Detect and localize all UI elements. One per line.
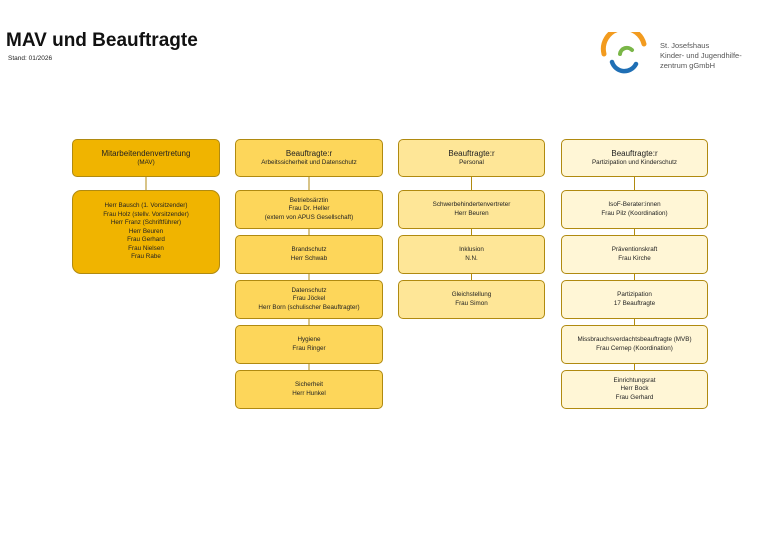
role-line: 17 Beauftragte <box>613 299 656 307</box>
role-line: (extern von APUS Gesellschaft) <box>264 213 354 221</box>
column-header-title: Beauftragte:r <box>285 149 333 158</box>
role-line: Frau Simon <box>455 299 488 307</box>
role-line: Brandschutz <box>291 245 327 253</box>
role-line: Frau Gerhard <box>127 236 165 244</box>
role-line: Herr Born (schulischer Beauftragter) <box>258 303 360 311</box>
role-line: Partizipation <box>617 290 652 298</box>
column-header-subtitle: Partizipation und Kinderschutz <box>591 159 678 166</box>
column-header-title: Mitarbeitendenvertretung <box>101 149 191 158</box>
column-header-title: Beauftragte:r <box>448 149 495 158</box>
role-line: Frau Rabe <box>131 253 161 261</box>
page-title: MAV und Beauftragte <box>6 30 198 51</box>
role-line: Herr Bausch (1. Vorsitzender) <box>104 201 188 209</box>
role-line: Betriebsärztin <box>289 196 329 204</box>
logo-blue-arc <box>609 59 639 74</box>
column-header-title: Beauftragte:r <box>611 149 658 158</box>
organization-logo: St. Josefshaus Kinder- und Jugendhilfe- … <box>600 32 770 80</box>
column-header-subtitle: (MAV) <box>137 159 155 166</box>
role-line: IsoF-Berater:innen <box>608 200 661 208</box>
logo-line: zentrum gGmbH <box>660 61 716 70</box>
logo-line: Kinder- und Jugendhilfe- <box>660 51 742 60</box>
logo-green-arc <box>618 45 634 56</box>
role-line: Schwerbehindertenvertreter <box>432 200 511 208</box>
role-line: Herr Franz (Schriftführer) <box>110 219 182 227</box>
column-header-subtitle: Personal <box>459 159 484 166</box>
role-line: Herr Beuren <box>128 227 164 235</box>
role-box: Missbrauchsverdachtsbeauftragte (MVB)Fra… <box>561 325 708 364</box>
role-line: Frau Kirche <box>618 254 651 262</box>
role-line: Frau Jöckel <box>292 295 326 303</box>
role-line: Herr Beuren <box>454 209 489 217</box>
logo-orange-arc <box>600 32 647 57</box>
role-line: Einrichtungsrat <box>613 376 656 384</box>
role-line: Sicherheit <box>294 380 323 388</box>
role-line: Frau Ringer <box>292 344 326 352</box>
role-line: Missbrauchsverdachtsbeauftragte (MVB) <box>577 335 692 343</box>
logo-mark-icon <box>600 32 647 74</box>
logo-text: St. Josefshaus Kinder- und Jugendhilfe- … <box>660 41 742 71</box>
role-line: Hygiene <box>297 335 321 343</box>
role-line: Frau Nielsen <box>128 244 164 252</box>
role-line: Frau Cernep (Koordination) <box>596 344 673 352</box>
stand-date: Stand: 01/2026 <box>8 55 53 62</box>
role-line: Gleichstellung <box>451 290 492 298</box>
role-line: Herr Schwab <box>290 254 328 262</box>
role-line: Inklusion <box>459 245 484 253</box>
role-box: Herr Bausch (1. Vorsitzender)Frau Holz (… <box>72 190 220 274</box>
column-header-1: Mitarbeitendenvertretung(MAV) <box>72 139 220 177</box>
column-header-subtitle: Arbeitssicherheit und Datenschutz <box>261 159 357 166</box>
logo-line: St. Josefshaus <box>660 41 710 50</box>
role-line: Herr Hunkel <box>292 389 326 397</box>
role-line: Frau Gerhard <box>615 393 654 401</box>
role-line: Frau Holz (stellv. Vorsitzender) <box>103 210 189 218</box>
role-line: N.N. <box>465 254 478 262</box>
role-line: Frau Dr. Heller <box>288 205 330 213</box>
role-line: Herr Bock <box>620 385 649 393</box>
role-line: Frau Pilz (Koordination) <box>601 209 668 217</box>
role-line: Präventionskraft <box>611 245 658 253</box>
role-line: Datenschutz <box>291 286 327 294</box>
